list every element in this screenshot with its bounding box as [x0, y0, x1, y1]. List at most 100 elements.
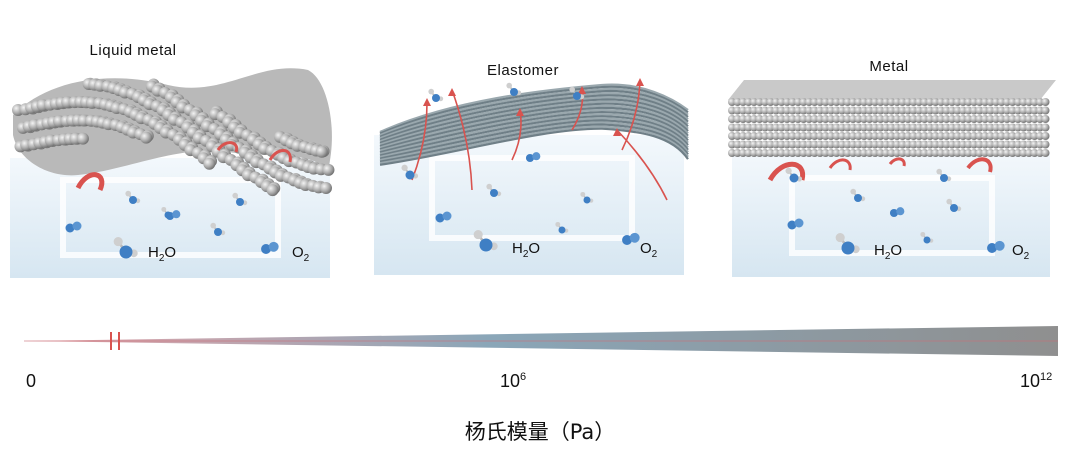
panel-title: Elastomer — [486, 62, 560, 79]
metal-atom — [1041, 123, 1050, 132]
metal-atom — [942, 149, 951, 157]
metal-sphere — [76, 132, 89, 145]
metal-atom — [992, 106, 1000, 115]
metal-atom — [1019, 140, 1028, 149]
metal-atom — [926, 140, 934, 149]
metal-atom — [898, 123, 907, 132]
metal-atom — [805, 149, 813, 157]
metal-atom — [860, 115, 868, 123]
metal-atom — [739, 149, 747, 157]
panel-title: Liquid metal — [89, 42, 177, 59]
metal-atom — [1030, 132, 1039, 140]
metal-atom — [1014, 132, 1022, 140]
metal-atom — [887, 123, 896, 132]
metal-atom — [843, 140, 852, 149]
metal-atom — [959, 98, 967, 106]
metal-atom — [964, 106, 973, 115]
metal-atom — [805, 115, 813, 123]
metal-atom — [931, 123, 940, 132]
metal-atom — [733, 98, 742, 106]
metal-atom — [849, 123, 857, 132]
metal-atom — [975, 149, 984, 157]
metal-atom — [986, 123, 995, 132]
water-molecule-icon — [850, 188, 866, 202]
polymer-chain — [379, 102, 689, 148]
metal-sphere — [319, 182, 332, 195]
metal-atom — [970, 115, 978, 123]
polymer-chain — [379, 110, 689, 154]
metal-atom — [871, 140, 879, 149]
permeation-arrow — [621, 79, 641, 151]
metal-atom — [821, 149, 830, 157]
metal-atom — [821, 132, 830, 140]
metal-atom — [805, 106, 813, 115]
metal-atom — [948, 115, 956, 123]
polymer-chain — [379, 127, 689, 166]
metal-atom — [860, 123, 868, 132]
metal-atom — [838, 140, 846, 149]
metal-atom — [931, 115, 940, 123]
metal-illustration — [728, 80, 1056, 277]
metal-atom — [948, 106, 956, 115]
metal-atom — [871, 98, 879, 106]
metal-atom — [948, 140, 956, 149]
metal-atom — [744, 123, 753, 132]
metal-atom — [783, 132, 791, 140]
metal-atom — [909, 115, 918, 123]
metal-atom — [750, 123, 758, 132]
metal-atom — [783, 123, 791, 132]
metal-atom — [865, 115, 874, 123]
metal-atom — [997, 98, 1006, 106]
water-molecule-icon — [113, 237, 138, 259]
metal-atom — [1036, 98, 1044, 106]
polymer-chain — [379, 121, 689, 162]
metal-atom — [953, 149, 962, 157]
metal-atom — [981, 132, 989, 140]
metal-atom — [887, 149, 896, 157]
metal-atom — [788, 140, 797, 149]
metal-atom — [733, 132, 742, 140]
metal-sphere — [322, 163, 335, 176]
metal-atom — [876, 132, 885, 140]
metal-atom — [975, 115, 984, 123]
metal-atom — [816, 98, 824, 106]
metal-atom — [755, 132, 764, 140]
metal-atom — [832, 132, 841, 140]
metal-atom — [810, 123, 819, 132]
metal-atom — [854, 115, 863, 123]
metal-atom — [860, 106, 868, 115]
metal-atom — [898, 132, 907, 140]
metal-atom — [805, 123, 813, 132]
metal-atom — [739, 132, 747, 140]
arrow-head-icon — [516, 108, 524, 116]
metal-atom — [970, 123, 978, 132]
metal-atom — [794, 132, 802, 140]
metal-atom — [893, 123, 901, 132]
metal-atom — [733, 140, 742, 149]
metal-atom — [997, 106, 1006, 115]
metal-atom — [882, 106, 890, 115]
metal-atom — [843, 115, 852, 123]
metal-atom — [904, 98, 912, 106]
polymer-chain — [379, 87, 689, 137]
water-molecule-icon — [920, 231, 934, 244]
metal-atom — [1025, 115, 1033, 123]
water-molecule-icon — [555, 221, 569, 234]
metal-atom — [1030, 149, 1039, 157]
polymer-chain — [379, 123, 689, 163]
metal-atom — [953, 123, 962, 132]
metal-atom — [860, 132, 868, 140]
metal-atom — [799, 123, 808, 132]
liquid-metal-illustration — [10, 68, 335, 278]
metal-atom — [1008, 132, 1017, 140]
legend-water: H2O — [512, 240, 541, 260]
metal-atom — [981, 106, 989, 115]
metal-atom — [893, 149, 901, 157]
metal-atom — [843, 123, 852, 132]
elastomer-illustration — [374, 78, 689, 275]
metal-atom — [997, 115, 1006, 123]
metal-atom — [953, 132, 962, 140]
metal-atom — [948, 123, 956, 132]
metal-atom — [920, 132, 929, 140]
metal-atom — [937, 140, 945, 149]
